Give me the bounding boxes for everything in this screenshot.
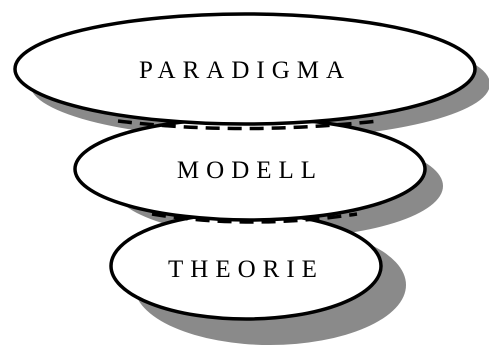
- paradigma-label: PARADIGMA: [139, 57, 351, 84]
- theorie-label: THEORIE: [168, 256, 324, 283]
- theorie-level: THEORIE: [109, 211, 383, 321]
- modell-level: MODELL: [73, 116, 427, 222]
- paradigma-ellipse: [13, 12, 477, 126]
- modell-theorie-dashed-boundary: [151, 212, 358, 224]
- paradigma-level: PARADIGMA: [13, 12, 477, 126]
- modell-label: MODELL: [177, 157, 323, 184]
- paradigma-modell-dashed-boundary: [117, 119, 379, 131]
